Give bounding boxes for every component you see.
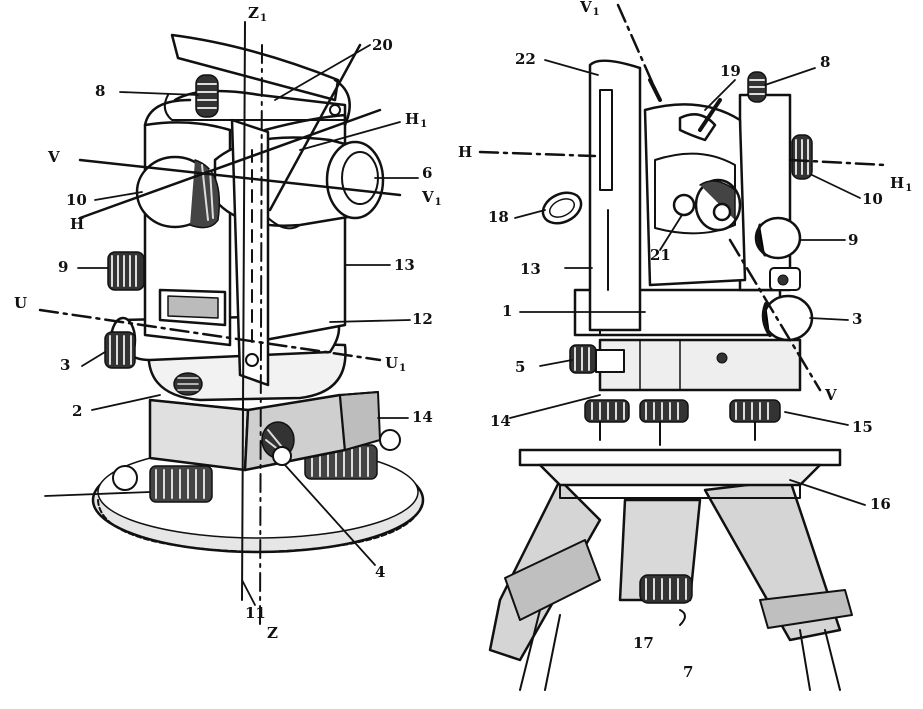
label-left-20: 20 (372, 36, 393, 54)
left-clamp-2 (173, 372, 203, 396)
leader-lines (44, 44, 866, 606)
left-instrument (38, 21, 425, 626)
label-left-10: 10 (66, 191, 87, 209)
label-right-17: 17 (633, 634, 654, 652)
label-left-14: 14 (412, 408, 433, 426)
left-screw-8 (195, 74, 219, 118)
label-right-15: 15 (852, 418, 873, 436)
right-knob-10 (791, 134, 813, 180)
label-left-4: 4 (375, 563, 386, 581)
label-left-u1: U1 (385, 354, 407, 374)
label-right-10: 10 (862, 190, 883, 208)
label-right-v: V (825, 386, 837, 404)
right-instrument (478, 3, 887, 691)
right-screw-5 (569, 344, 625, 374)
label-left-2: 2 (72, 402, 83, 420)
label-right-13: 13 (520, 260, 541, 278)
label-left-h1: H1 (405, 110, 428, 130)
left-level-vial (158, 288, 227, 327)
label-left-13: 13 (394, 256, 415, 274)
right-mirror-18 (541, 191, 583, 225)
right-knob-17 (639, 574, 693, 626)
left-tribrach (148, 391, 381, 472)
label-right-21: 21 (650, 246, 671, 264)
label-right-7: 7 (683, 663, 694, 681)
label-right-5: 5 (515, 358, 526, 376)
label-left-z: Z (267, 624, 278, 642)
right-tripod-head (518, 448, 842, 499)
right-knob-3 (761, 267, 814, 342)
label-left-v1: V1 (422, 188, 442, 208)
label-right-h: H (458, 143, 473, 161)
label-right-1: 1 (502, 302, 513, 320)
label-left-11: 11 (245, 604, 266, 622)
label-left-6: 6 (422, 164, 433, 182)
label-right-16: 16 (870, 495, 891, 513)
label-left-12: 12 (412, 310, 433, 328)
label-right-18: 18 (488, 208, 509, 226)
label-right-14: 14 (490, 412, 511, 430)
right-knob-9 (754, 216, 802, 260)
label-right-19: 19 (720, 62, 741, 80)
label-left-h: H (70, 215, 85, 233)
right-screw-8 (747, 71, 767, 103)
label-right-3: 3 (852, 310, 863, 328)
label-left-9: 9 (58, 258, 69, 276)
label-right-8: 8 (820, 53, 831, 71)
right-standard-right (738, 93, 792, 292)
right-tripod (488, 478, 853, 691)
label-left-z1: Z1 (248, 4, 267, 24)
label-right-22: 22 (515, 50, 536, 68)
left-axis-lines (38, 21, 402, 626)
label-right-9: 9 (848, 231, 859, 249)
right-axis-lines (478, 3, 887, 392)
label-left-3: 3 (60, 356, 71, 374)
right-foot-screws (584, 399, 781, 446)
left-clamp-4 (261, 421, 295, 466)
right-tribrach (598, 338, 802, 392)
left-vertical-bar (230, 118, 270, 387)
label-right-h1: H1 (890, 174, 913, 194)
label-left-u: U (14, 294, 28, 312)
label-right-v1: V1 (580, 0, 600, 18)
label-left-v: V (48, 148, 60, 166)
label-left-8: 8 (95, 82, 106, 100)
right-standard-left (588, 59, 642, 332)
left-knob-3 (104, 331, 136, 369)
left-knob-9 (107, 251, 145, 291)
